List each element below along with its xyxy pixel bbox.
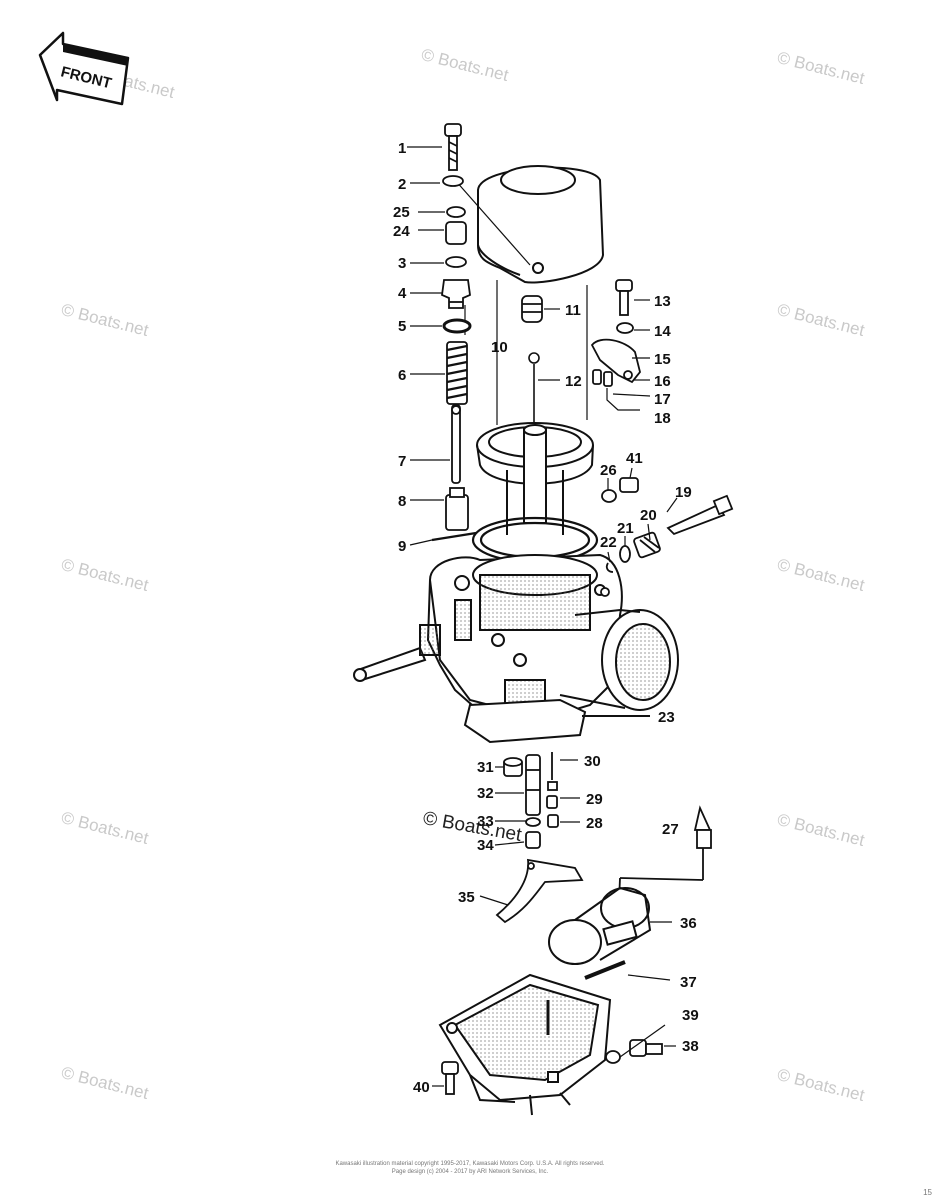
carburetor-body: [353, 553, 679, 722]
callout-22: 22: [600, 534, 617, 551]
callout-37: 37: [680, 974, 697, 991]
callout-34: 34: [477, 837, 494, 854]
callout-36: 36: [680, 915, 697, 932]
part-36-float: [548, 886, 652, 965]
callout-17: 17: [654, 391, 671, 408]
front-arrow-icon: FRONT: [38, 31, 130, 106]
callout-38: 38: [682, 1038, 699, 1055]
right-upper-parts: [590, 279, 641, 411]
callout-4: 4: [398, 285, 407, 302]
callout-21: 21: [617, 520, 634, 537]
callout-40: 40: [413, 1079, 430, 1096]
callout-41: 41: [626, 450, 643, 467]
jet-parts: [503, 752, 559, 849]
callout-26: 26: [600, 462, 617, 479]
right-middle-parts: [600, 477, 734, 597]
callout-labels: 1 2 25 24 3 4 5 10 6 7 8 9 11 12 13 14 1…: [393, 140, 699, 1096]
callout-3: 3: [398, 255, 406, 272]
leader-lines: [407, 146, 678, 1087]
callout-12: 12: [565, 373, 582, 390]
callout-32: 32: [477, 785, 494, 802]
callout-28: 28: [586, 815, 603, 832]
callout-11: 11: [565, 302, 581, 319]
callout-7: 7: [398, 453, 406, 470]
callout-24: 24: [393, 223, 410, 240]
part-11: [521, 295, 543, 323]
callout-1: 1: [398, 140, 406, 157]
callout-33: 33: [477, 813, 494, 830]
top-cover: [477, 165, 605, 284]
page-number: 15: [923, 1188, 932, 1197]
callout-5: 5: [398, 318, 406, 335]
callout-39: 39: [682, 1007, 699, 1024]
left-parts-stack: [441, 123, 472, 531]
callout-2: 2: [398, 176, 406, 193]
callout-25: 25: [393, 204, 410, 221]
part-35-float-arm: [495, 858, 584, 924]
callout-10: 10: [491, 339, 508, 356]
copyright-line-1: Kawasaki illustration material copyright…: [335, 1161, 605, 1167]
callout-23: 23: [658, 709, 675, 726]
callout-13: 13: [654, 293, 671, 310]
callout-30: 30: [584, 753, 601, 770]
callout-8: 8: [398, 493, 406, 510]
part-12-needle: [528, 352, 540, 430]
copyright-line-2: Page design (c) 2004 - 2017 by ARI Netwo…: [391, 1169, 549, 1175]
callout-31: 31: [477, 759, 494, 776]
callout-16: 16: [654, 373, 671, 390]
callout-35: 35: [458, 889, 475, 906]
callout-18: 18: [654, 410, 671, 427]
part-37-pin: [584, 960, 671, 981]
drain-parts: [441, 1024, 666, 1095]
float-bowl: [438, 973, 612, 1116]
callout-27: 27: [662, 821, 679, 838]
callout-9: 9: [398, 538, 406, 555]
callout-20: 20: [640, 507, 657, 524]
callout-14: 14: [654, 323, 671, 340]
callout-29: 29: [586, 791, 603, 808]
part-23-gasket: [463, 698, 650, 744]
callout-15: 15: [654, 351, 671, 368]
callout-6: 6: [398, 367, 406, 384]
callout-19: 19: [675, 484, 692, 501]
